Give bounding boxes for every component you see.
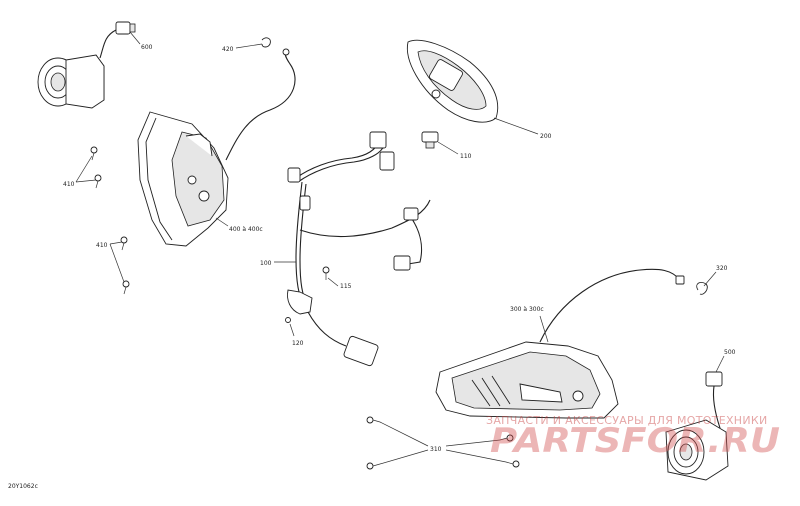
callout-500: 500 xyxy=(724,349,736,356)
callout-320: 320 xyxy=(716,265,728,272)
screw-410-upper-a[interactable] xyxy=(90,146,98,161)
callout-300: 300 à 300c xyxy=(510,306,544,313)
wiring-harness[interactable] xyxy=(287,131,431,367)
screw-310-a[interactable] xyxy=(366,416,381,424)
callout-400: 400 à 400c xyxy=(229,226,263,233)
callout-310: 310 xyxy=(430,446,442,453)
headlamp-right[interactable] xyxy=(435,268,685,419)
screw-410-upper-b[interactable] xyxy=(94,174,102,189)
diagram-id: 20Y1062c xyxy=(8,483,38,490)
headlamp-left[interactable] xyxy=(137,48,296,247)
watermark-line: ЗАПЧАСТИ И АКСЕССУАРЫ ДЛЯ МОТОТЕХНИКИ xyxy=(486,414,768,427)
screw-410-lower-a[interactable] xyxy=(120,236,128,251)
callout-410-upper: 410 xyxy=(63,181,75,188)
fog-lamp-right[interactable] xyxy=(665,371,729,481)
center-light-200[interactable] xyxy=(406,39,499,123)
screw-115[interactable] xyxy=(322,266,330,280)
clip-110[interactable] xyxy=(421,131,439,149)
wire-clip-420[interactable] xyxy=(261,37,271,48)
screw-310-b[interactable] xyxy=(366,462,381,470)
clip-120[interactable] xyxy=(285,317,291,323)
screw-410-lower-b[interactable] xyxy=(122,280,130,295)
callout-120: 120 xyxy=(292,340,304,347)
callout-600-top: 600 xyxy=(141,44,153,51)
callout-100: 100 xyxy=(260,260,272,267)
screw-310-c[interactable] xyxy=(499,434,514,442)
callout-420: 420 xyxy=(222,46,234,53)
fog-lamp-left[interactable] xyxy=(37,21,136,109)
callout-115: 115 xyxy=(340,283,352,290)
watermark-brand: PARTSFOR.RU xyxy=(490,421,780,461)
callout-200: 200 xyxy=(540,133,552,140)
callout-410-lower: 410 xyxy=(96,242,108,249)
callout-110: 110 xyxy=(460,153,472,160)
screw-310-d[interactable] xyxy=(505,460,520,468)
